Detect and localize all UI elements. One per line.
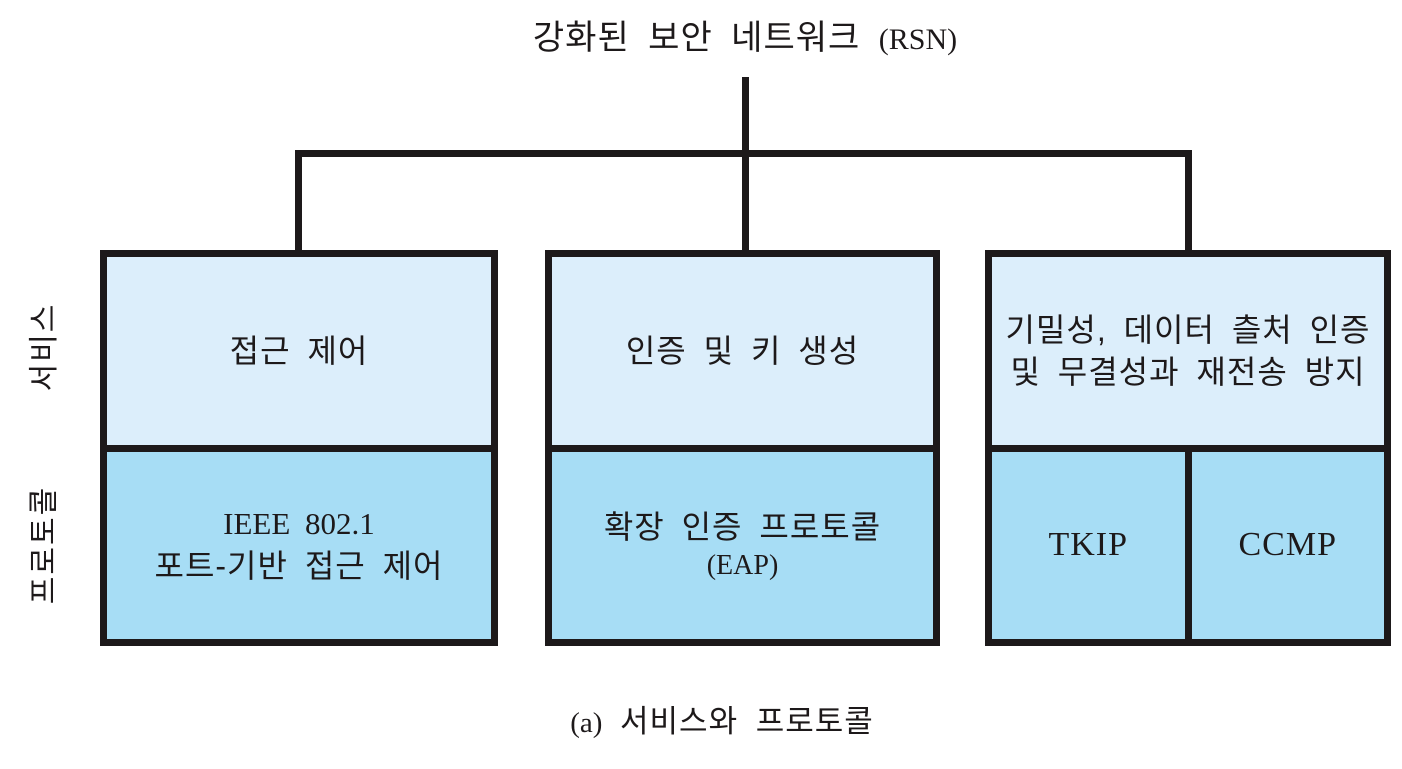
row-divider <box>992 445 1384 452</box>
diagram-title-korean: 강화된 보안 네트워크 <box>532 19 861 57</box>
protocol-cell-eap: 확장 인증 프로토콜 (EAP) <box>552 452 933 639</box>
connector-right-drop-line <box>1185 150 1192 254</box>
service-text-confidentiality-line2: 및 무결성과 재전송 방지 <box>1010 354 1366 390</box>
protocol-text-ieee-8021: IEEE 802.1 <box>223 505 375 541</box>
protocol-text-eap-acronym: (EAP) <box>706 550 779 582</box>
protocol-text-eap-korean: 확장 인증 프로토콜 <box>603 508 882 545</box>
connector-left-drop-line <box>295 150 302 254</box>
column-access-control: 접근 제어 IEEE 802.1 포트-기반 접근 제어 <box>100 250 498 646</box>
diagram-title: 강화된 보안 네트워크 (RSN) <box>533 10 957 59</box>
protocol-text-port-based-access-control: 포트-기반 접근 제어 <box>154 547 444 584</box>
column-authentication: 인증 및 키 생성 확장 인증 프로토콜 (EAP) <box>545 250 940 646</box>
connector-root-vertical-line <box>742 77 749 254</box>
service-cell-access-control: 접근 제어 <box>107 257 491 445</box>
connector-horizontal-line <box>295 150 1192 157</box>
row-divider <box>107 445 491 452</box>
figure-caption-text: 서비스와 프로토콜 <box>620 704 874 739</box>
row-label-protocols: 프로토콜 <box>28 485 61 605</box>
protocol-text-tkip: TKIP <box>1048 526 1129 564</box>
service-text-access-control: 접근 제어 <box>229 332 369 369</box>
tkip-ccmp-divider <box>1184 452 1192 639</box>
protocol-cell-port-based: IEEE 802.1 포트-기반 접근 제어 <box>107 452 491 639</box>
figure-caption: (a) 서비스와 프로토콜 <box>570 696 874 741</box>
diagram-title-acronym: (RSN) <box>878 23 958 56</box>
service-text-confidentiality-line1: 기밀성, 데이터 츨처 인증 <box>1005 311 1371 348</box>
protocol-cell-tkip-ccmp: TKIP CCMP <box>992 452 1384 639</box>
service-text-authentication: 인증 및 키 생성 <box>625 332 860 369</box>
row-divider <box>552 445 933 452</box>
column-confidentiality: 기밀성, 데이터 츨처 인증 및 무결성과 재전송 방지 TKIP CCMP <box>985 250 1391 646</box>
service-cell-confidentiality: 기밀성, 데이터 츨처 인증 및 무결성과 재전송 방지 <box>992 257 1384 445</box>
service-cell-authentication: 인증 및 키 생성 <box>552 257 933 445</box>
protocol-text-ccmp: CCMP <box>1238 526 1337 564</box>
figure-caption-index: (a) <box>570 707 603 739</box>
